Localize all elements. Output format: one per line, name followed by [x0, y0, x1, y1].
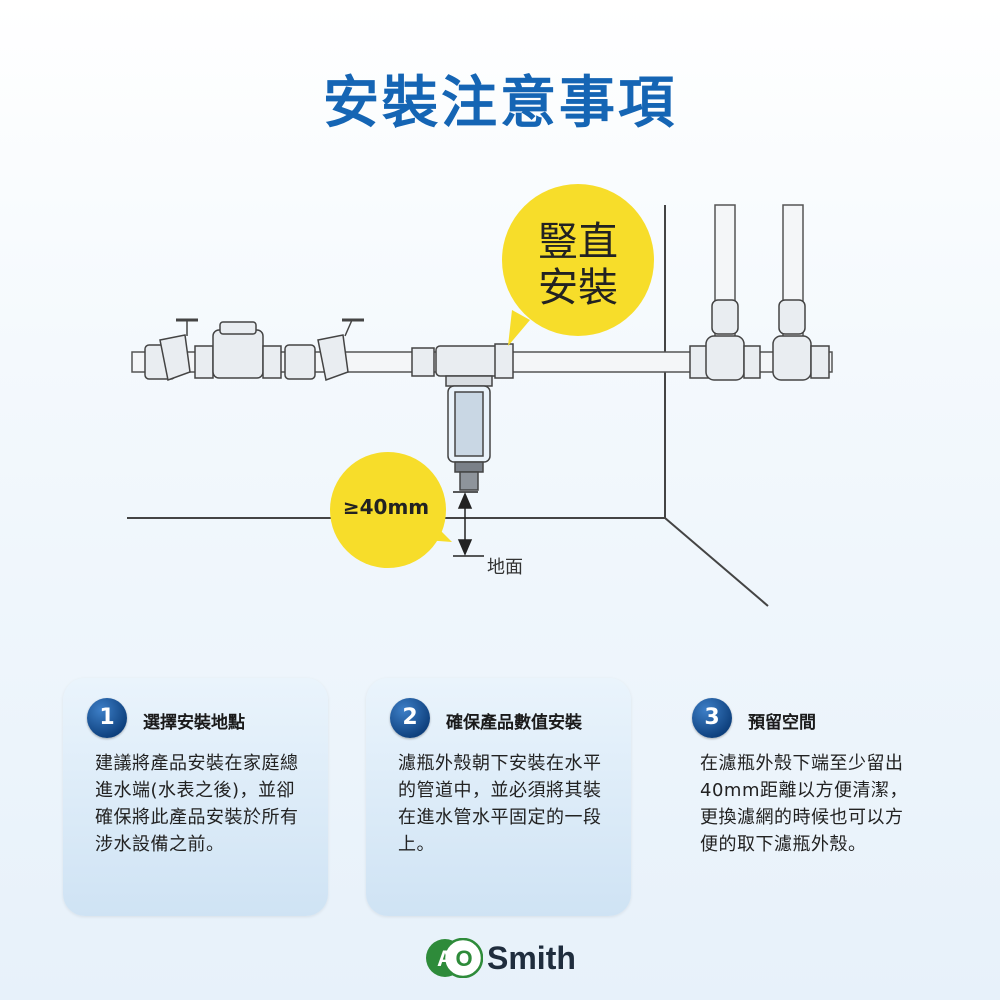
- gap-label: ≥40mm: [342, 495, 430, 519]
- pipe-fitting-icon: [689, 299, 830, 381]
- card-3-heading: 預留空間: [748, 713, 816, 733]
- badge-3: 3: [692, 698, 732, 738]
- card-3-body: 在濾瓶外殼下端至少留出40mm距離以方便清潔，更換濾網的時候也可以方便的取下濾瓶…: [700, 753, 908, 855]
- ao-logo-mark-icon: A O: [426, 938, 483, 978]
- brand-logo: A O Smith: [425, 938, 585, 978]
- card-2-body: 濾瓶外殼朝下安裝在水平的管道中，並必須將其裝在進水管水平固定的一段上。: [398, 753, 602, 855]
- page-title: 安裝注意事項: [323, 70, 677, 136]
- card-3: 3 預留空間 在濾瓶外殼下端至少留出40mm距離以方便清潔，更換濾網的時候也可以…: [668, 678, 933, 916]
- card-2: 2 確保產品數值安裝 濾瓶外殼朝下安裝在水平的管道中，並必須將其裝在進水管水平固…: [366, 678, 631, 916]
- vertical-install-bubble: [502, 184, 654, 346]
- logo-text: Smith: [487, 940, 576, 976]
- floor-label: 地面: [487, 557, 523, 578]
- card-1-heading: 選擇安裝地點: [143, 713, 245, 733]
- logo-mark-o: O: [455, 946, 472, 971]
- badge-2: 2: [390, 698, 430, 738]
- logo-mark-a: A: [437, 946, 453, 971]
- card-1-body: 建議將產品安裝在家庭總進水端(水表之後)，並卻確保將此產品安裝於所有涉水設備之前…: [95, 753, 299, 855]
- gap-bubble: [330, 452, 452, 568]
- water-meter-icon: [144, 318, 364, 382]
- badge-1: 1: [87, 698, 127, 738]
- card-2-heading: 確保產品數值安裝: [446, 713, 582, 733]
- vertical-install-label: 豎直安裝: [538, 219, 618, 311]
- dimension-arrow: [453, 491, 484, 557]
- card-1: 1 選擇安裝地點 建議將產品安裝在家庭總進水端(水表之後)，並卻確保將此產品安裝…: [63, 678, 328, 916]
- filter-icon: [411, 343, 514, 491]
- installation-diagram: [127, 184, 833, 607]
